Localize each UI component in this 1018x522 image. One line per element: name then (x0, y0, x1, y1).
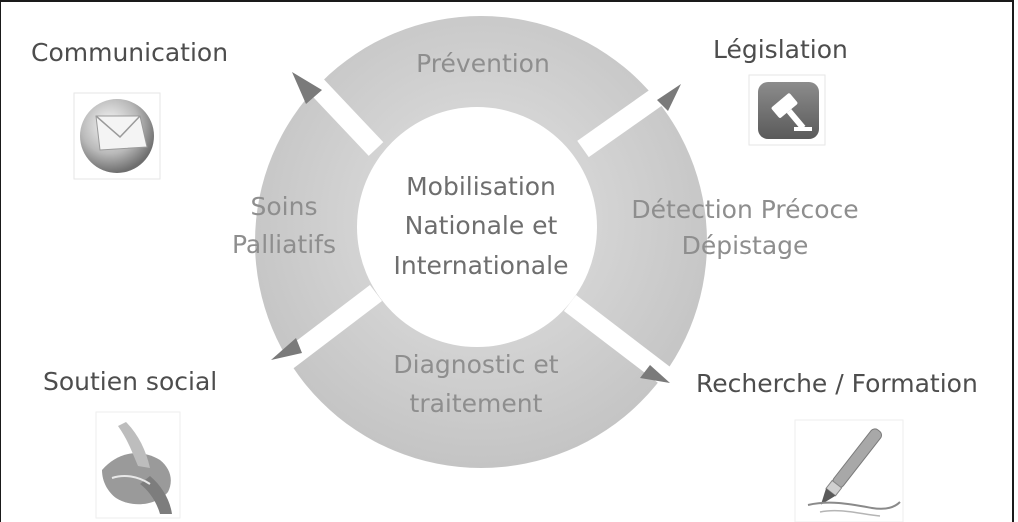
label-soutien-social: Soutien social (43, 367, 218, 396)
segment-bottom-line-0: Diagnostic et (393, 350, 558, 379)
arrow-communication (292, 72, 322, 104)
gavel-icon (748, 74, 826, 146)
segment-right-line-1: Dépistage (682, 231, 809, 260)
label-communication: Communication (31, 38, 229, 67)
center-line-2: Internationale (394, 251, 569, 280)
segment-bottom-line-1: traitement (410, 389, 543, 418)
arrow-legislation (657, 84, 681, 111)
label-recherche-formation: Recherche / Formation (696, 369, 978, 398)
segment-right-line-0: Détection Précoce (631, 195, 858, 224)
ring-separators (265, 51, 687, 389)
center-line-0: Mobilisation (406, 172, 556, 201)
center-line-1: Nationale et (405, 211, 558, 240)
segment-left-line-1: Palliatifs (232, 230, 336, 259)
paintbrush-pen-icon (794, 419, 904, 522)
label-legislation: Législation (713, 35, 848, 64)
holding-hands-icon (95, 411, 181, 519)
envelope-icon (73, 92, 161, 180)
segment-top-line-0: Prévention (416, 49, 550, 78)
arrow-soutien (271, 338, 302, 360)
center-circle (357, 107, 597, 347)
arrow-recherche (640, 365, 670, 383)
segment-left-line-0: Soins (251, 192, 318, 221)
